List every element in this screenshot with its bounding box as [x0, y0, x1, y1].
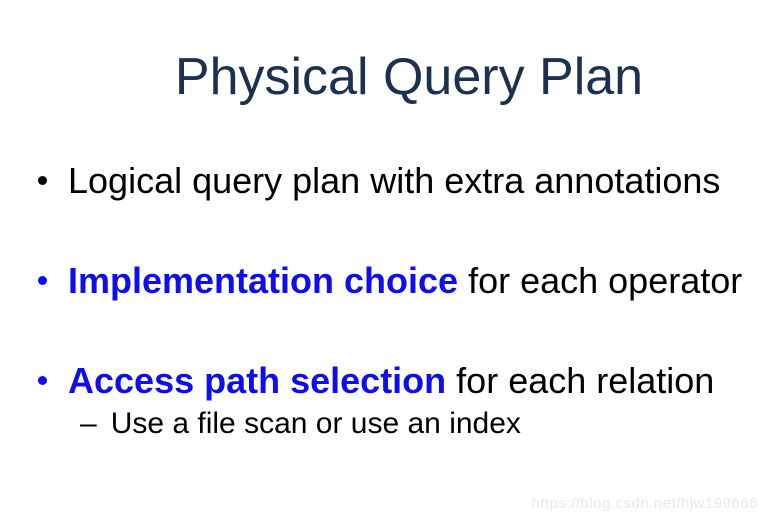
bullet-text-highlight: Implementation choice: [68, 260, 459, 301]
watermark-text: https://blog.csdn.net/hjw199666: [531, 495, 758, 512]
slide-title: Physical Query Plan: [174, 48, 644, 106]
bullet-item-access-path: Access path selection for each relation: [38, 360, 714, 401]
bullet-text-highlight: Access path selection: [68, 360, 447, 401]
bullet-text: Access path selection for each relation: [68, 360, 714, 401]
bullet-text: Logical query plan with extra annotation…: [68, 160, 720, 201]
bullet-dot-icon: [38, 376, 47, 385]
bullet-item-implementation-choice: Implementation choice for each operator: [38, 260, 742, 301]
bullet-text-segment: Logical query plan with extra annotation…: [68, 160, 721, 201]
sub-bullet-text: Use a file scan or use an index: [110, 407, 521, 440]
bullet-text: Implementation choice for each operator: [68, 260, 742, 301]
bullet-dot-icon: [38, 276, 47, 285]
bullet-text-segment: for each relation: [446, 360, 715, 401]
bullet-dot-icon: [38, 176, 47, 185]
sub-bullet-item-file-scan: – Use a file scan or use an index: [80, 407, 521, 442]
dash-icon: –: [80, 407, 97, 440]
bullet-item-logical-plan: Logical query plan with extra annotation…: [38, 160, 720, 201]
bullet-text-segment: for each operator: [458, 260, 743, 301]
